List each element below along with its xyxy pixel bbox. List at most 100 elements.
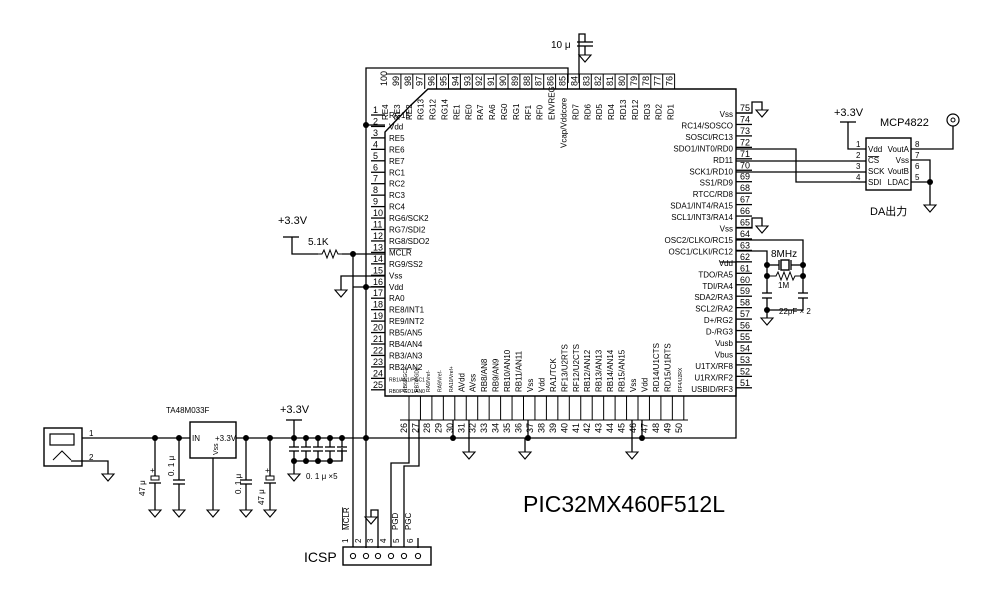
icsp-connector[interactable] — [342, 546, 432, 566]
regulator-part-label: TA48M033F — [166, 406, 210, 415]
pin-number: 99 — [391, 76, 401, 86]
bypass-caps — [289, 435, 347, 464]
pin-label: D-/RG3 — [706, 328, 734, 337]
icsp-signal-pgc: PGC — [404, 512, 413, 530]
dac-body — [865, 137, 912, 191]
icsp-gnd-wire — [370, 509, 379, 548]
pin-number: 40 — [559, 423, 569, 433]
pin-number: 41 — [571, 423, 581, 433]
pin-label: OSC1/CLKI/RC12 — [669, 247, 734, 256]
pin-label: AVss — [469, 374, 478, 392]
pin-label: RTCC/RD8 — [693, 190, 734, 199]
pin-number: 24 — [373, 368, 383, 378]
pin-number: 20 — [373, 323, 383, 333]
pin-label: RE4 — [381, 104, 390, 120]
in-cer-cap-label: 0. 1 μ — [167, 455, 176, 476]
out-cer-cap-label: 0. 1 μ — [234, 473, 243, 494]
pin-label: RB7/PGD2 — [414, 367, 420, 392]
load-caps-label: 22pF × 2 — [779, 307, 811, 316]
pin-number: 1 — [373, 105, 378, 115]
pin-number: 18 — [373, 300, 383, 310]
pin-number: 11 — [373, 220, 382, 230]
pin-label: AVdd — [457, 373, 466, 392]
ground-icon — [517, 451, 533, 460]
icsp-signal-pgd: PGD — [391, 512, 400, 530]
pin-label: RB12/AN12 — [583, 349, 592, 392]
pin-number: 51 — [740, 378, 750, 388]
pin-label: RE1 — [452, 104, 461, 120]
load-cap-ground-wire — [766, 298, 804, 311]
pin-label: RE6 — [389, 145, 405, 154]
pin-number: 10 — [373, 208, 383, 218]
pin-number: 57 — [740, 309, 750, 319]
pin-number: 100 — [379, 71, 389, 86]
pin-label: Vdd — [868, 145, 882, 154]
pin-label: RB10/AN10 — [503, 349, 512, 392]
pin-number: 4 — [856, 173, 861, 182]
dc-jack-contact — [52, 450, 72, 461]
dac-supply-label: +3.3V — [834, 107, 864, 119]
pin-number: 36 — [514, 423, 524, 433]
pin-number: 50 — [674, 423, 684, 433]
pin-label: SS1/RD9 — [700, 179, 734, 188]
pgd-wire — [390, 420, 410, 548]
icsp-pin-contact — [387, 552, 395, 560]
regulator-body — [189, 421, 237, 459]
pin-label: SCL2/RA2 — [695, 305, 733, 314]
pin-number: 59 — [740, 286, 750, 296]
pin-number: 89 — [510, 76, 520, 86]
ground-icon — [363, 516, 379, 525]
pin-number: 78 — [641, 76, 651, 86]
pin-label: RG9/SS2 — [389, 260, 423, 269]
pin-number: 46 — [628, 423, 638, 433]
pin-number: 42 — [582, 423, 592, 433]
dac-pin-2: 2CS — [856, 151, 879, 165]
pin-label: RD11 — [713, 156, 733, 165]
pin-label: RD3 — [643, 103, 652, 120]
pin-label: RF1 — [524, 104, 533, 120]
ground-icon — [624, 451, 640, 460]
pin-number: 93 — [462, 76, 472, 86]
junction — [525, 435, 531, 441]
icsp-pin-4: 4 — [379, 538, 395, 560]
pin-label: SCK1/RD10 — [689, 167, 733, 176]
pin-number: 8 — [915, 140, 920, 149]
ground-icon — [100, 473, 116, 482]
pin-label: RB1/AN1/PGC1 — [389, 377, 425, 383]
ground-icon — [577, 54, 593, 63]
pin-number: 38 — [536, 423, 546, 433]
junction — [363, 122, 369, 128]
pin-label: RG15 — [389, 111, 410, 120]
icsp-pin-2: 2 — [354, 538, 370, 560]
pin-number: 79 — [629, 76, 639, 86]
pin-label: RG1 — [512, 103, 521, 120]
